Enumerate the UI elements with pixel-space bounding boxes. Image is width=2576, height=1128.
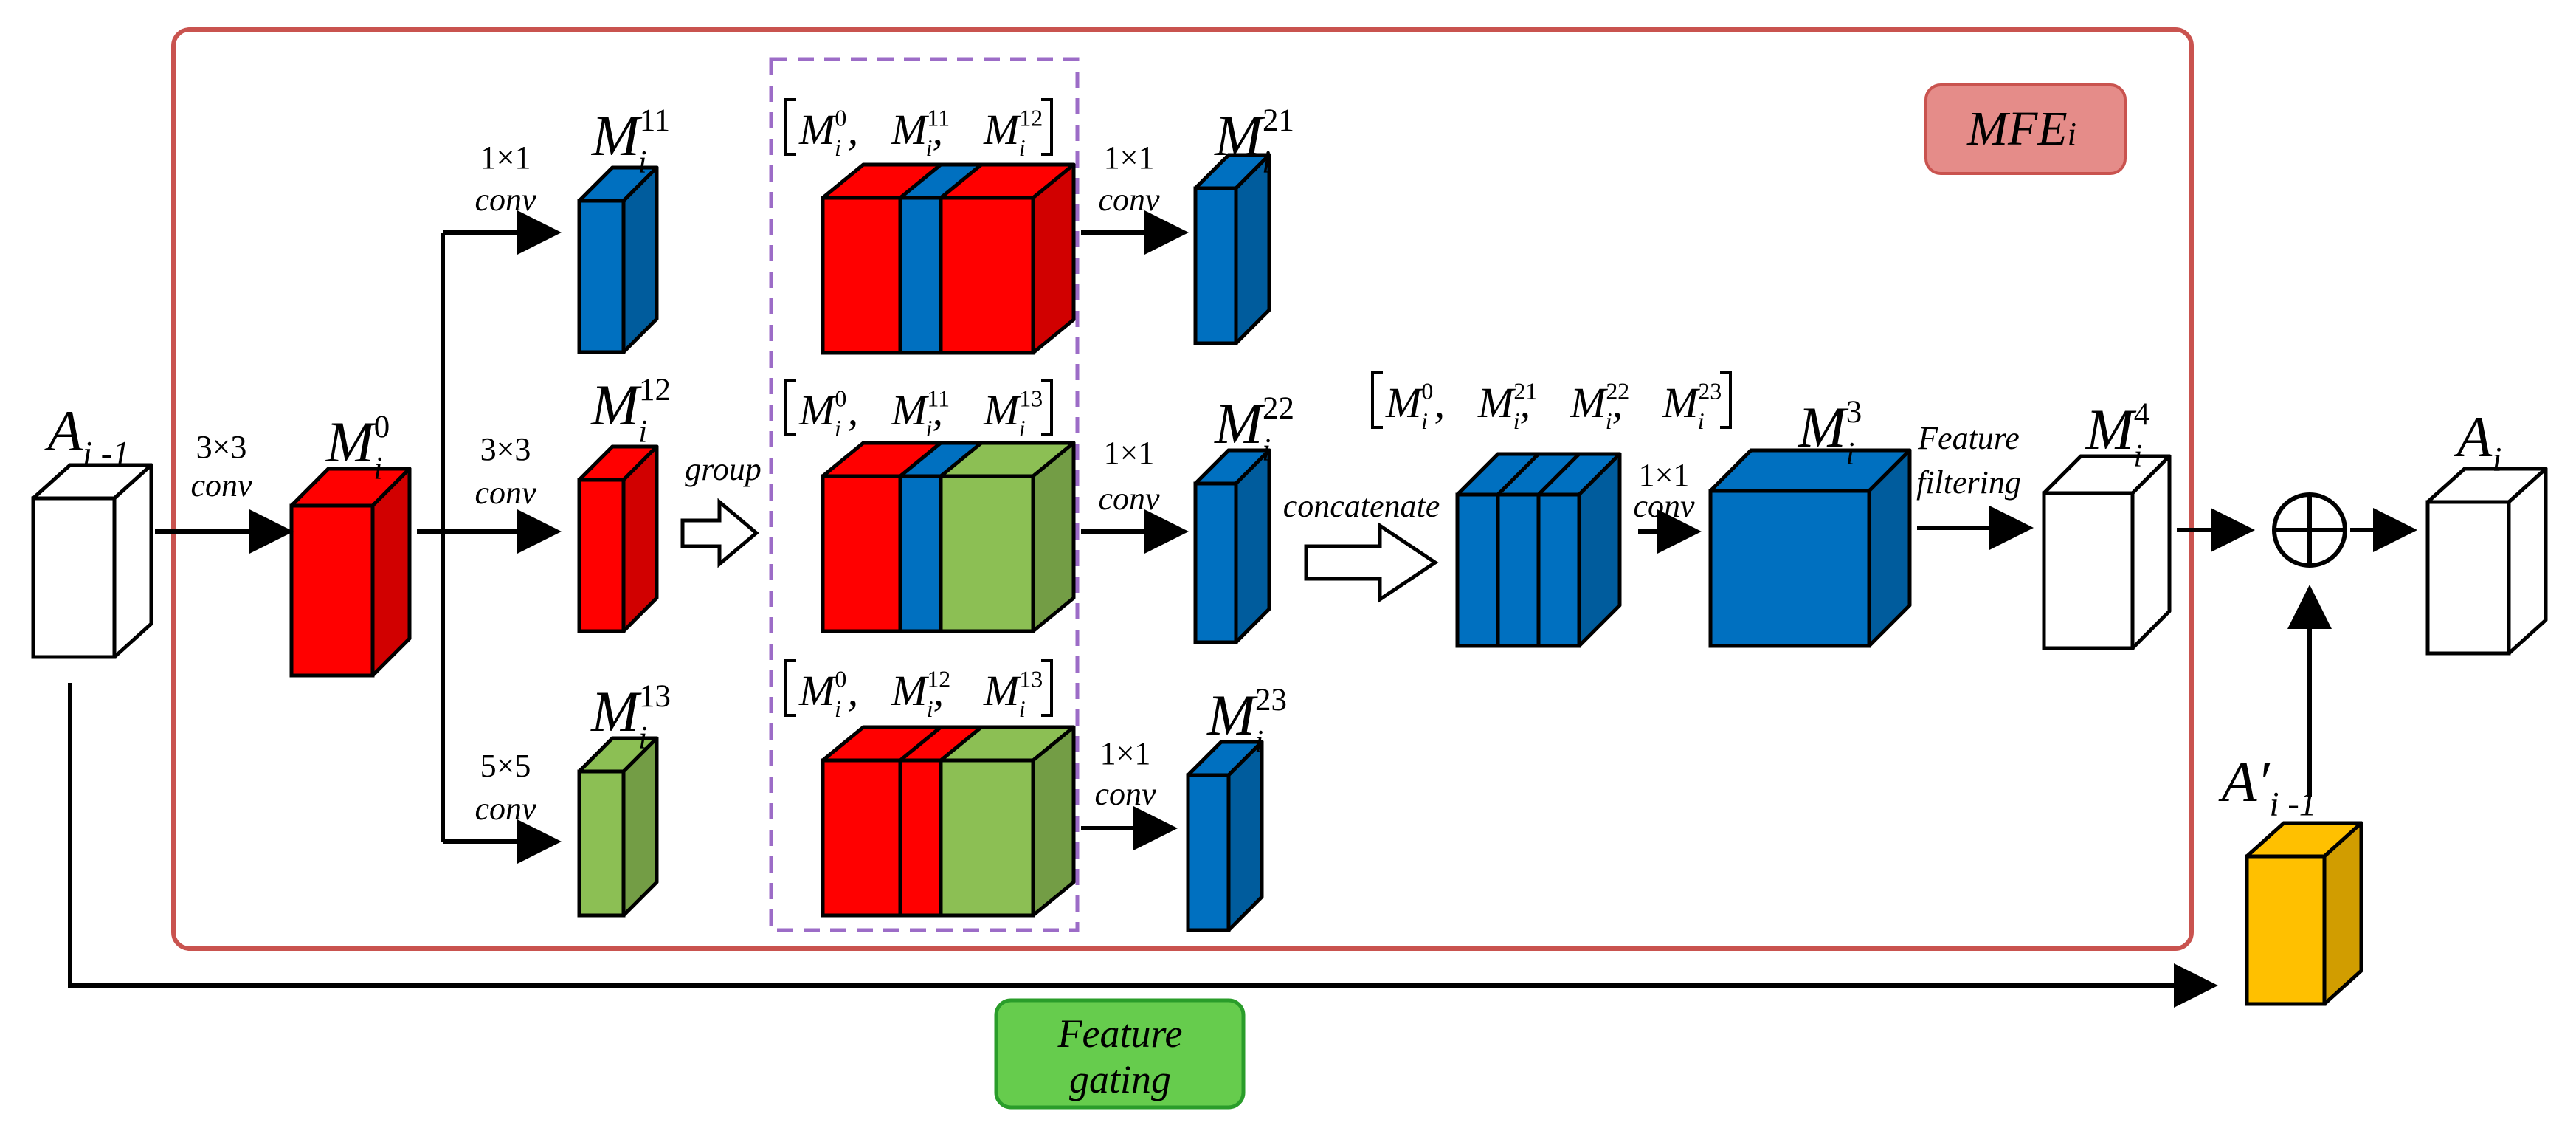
arrow-skip-to-gated <box>68 683 2218 1008</box>
svg-text:M0i,: M0i, <box>798 386 858 442</box>
label-m22-conv: conv <box>1098 481 1160 517</box>
block-m13 <box>577 736 659 918</box>
block-m0 <box>289 467 412 678</box>
blocks-layer <box>31 153 2548 1006</box>
op-labels: 3×3 conv 1×1 conv 3×3 conv 5×5 conv grou… <box>190 140 2020 827</box>
label-m3-size: 1×1 <box>1639 457 1690 493</box>
label-m3-conv: conv <box>1633 488 1695 524</box>
block-m4 <box>2042 454 2172 650</box>
label-m21-conv: conv <box>1098 182 1160 218</box>
label-m12-size: 3×3 <box>480 431 531 467</box>
add-operator <box>2272 492 2347 568</box>
block-group-2 <box>821 441 1076 633</box>
label-m21-size: 1×1 <box>1104 140 1155 176</box>
concatenate-hollow-arrow <box>1304 522 1439 603</box>
label-input-a: Ai -1 <box>44 399 129 473</box>
block-m21 <box>1193 153 1271 345</box>
block-m12 <box>577 444 659 633</box>
label-3x3-size: 3×3 <box>196 429 247 465</box>
mfe-label: MFEi <box>1924 83 2127 175</box>
label-m11-conv: conv <box>474 182 536 218</box>
group-dashed-box <box>769 57 1080 932</box>
label-m23-size: 1×1 <box>1100 735 1151 771</box>
label-m23-conv: conv <box>1094 776 1156 812</box>
label-output: Ai <box>2454 405 2502 479</box>
block-m11 <box>577 165 659 354</box>
block-group-3 <box>821 725 1076 918</box>
label-feature-filtering-1: Feature <box>1917 420 2020 456</box>
label-m22-size: 1×1 <box>1104 435 1155 471</box>
label-m11-size: 1×1 <box>480 140 531 176</box>
mfe-module-box <box>171 27 2194 951</box>
group-hollow-arrow <box>680 498 759 568</box>
block-m22 <box>1193 448 1271 644</box>
label-group: group <box>685 451 762 487</box>
block-cat <box>1455 452 1622 648</box>
block-m23 <box>1186 740 1264 932</box>
mfe-label-sub: i <box>2068 116 2076 152</box>
block-m3 <box>1708 448 1912 648</box>
block-group-1 <box>821 162 1076 355</box>
svg-text:M0i,: M0i, <box>798 667 858 723</box>
label-feature-filtering-2: filtering <box>1916 464 2021 501</box>
block-output <box>2425 467 2548 656</box>
mfe-label-main: MFE <box>1966 102 2068 156</box>
block-input-a <box>31 463 153 659</box>
svg-text:M0i,: M0i, <box>1385 379 1445 435</box>
gating-line-2: gating <box>1069 1057 1171 1101</box>
svg-text:M0i,: M0i, <box>798 106 858 162</box>
gating-line-1: Feature <box>1057 1011 1183 1056</box>
label-m13-size: 5×5 <box>480 748 531 784</box>
label-m13-conv: conv <box>474 791 536 827</box>
label-gated: A′i -1 <box>2218 749 2316 824</box>
label-concatenate: concatenate <box>1283 488 1440 524</box>
arrows-layer <box>68 210 2417 1008</box>
block-gated <box>2245 821 2363 1006</box>
feature-gating-label: Feature gating <box>994 998 1246 1110</box>
svg-text:MFEi: MFEi <box>1966 102 2076 156</box>
label-3x3-conv: conv <box>190 467 252 503</box>
label-m12-conv: conv <box>474 475 536 511</box>
